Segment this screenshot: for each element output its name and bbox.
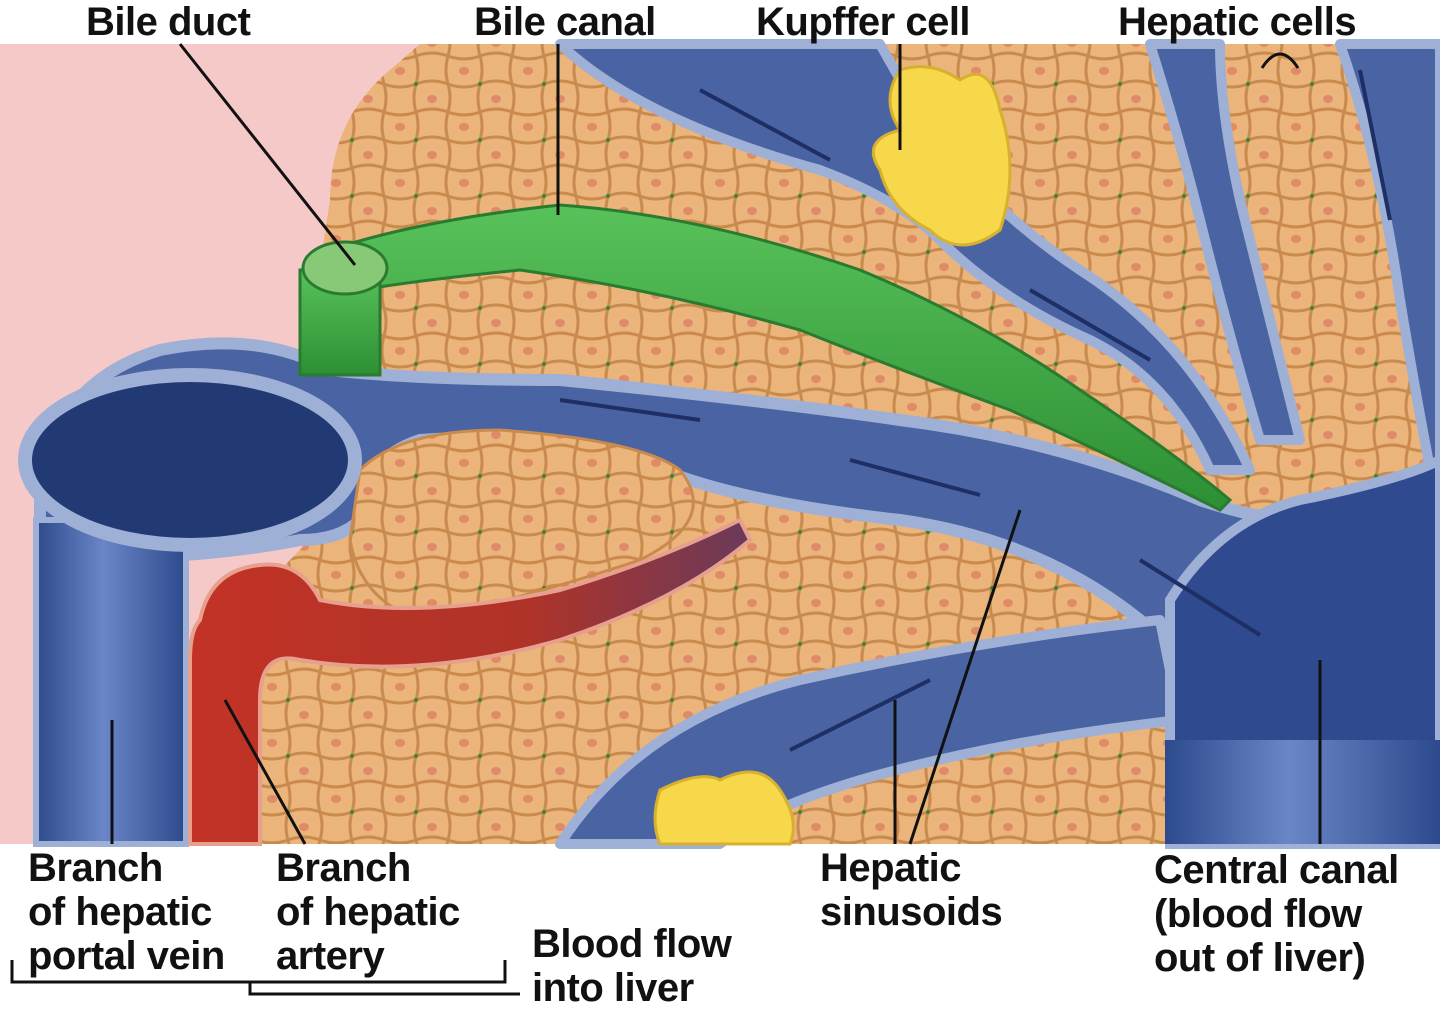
label-hepatic-artery: Branch of hepatic artery bbox=[276, 846, 460, 978]
label-kupffer-cell: Kupffer cell bbox=[756, 0, 971, 44]
kupffer-cell-upper bbox=[871, 65, 1012, 247]
label-hepatic-cells: Hepatic cells bbox=[1118, 0, 1357, 44]
bile-canal bbox=[327, 203, 1233, 512]
central-canal-tube bbox=[1165, 740, 1440, 844]
leader-lines bbox=[10, 43, 1322, 996]
hepatic-artery bbox=[188, 517, 753, 846]
label-hepatic-sinusoids: Hepatic sinusoids bbox=[820, 846, 1003, 934]
kupffer-cell-lower bbox=[653, 770, 795, 846]
label-central-canal: Central canal (blood flow out of liver) bbox=[1154, 848, 1399, 980]
label-bile-duct: Bile duct bbox=[86, 0, 251, 44]
label-bile-canal: Bile canal bbox=[474, 0, 656, 44]
label-blood-flow-in: Blood flow into liver bbox=[532, 922, 732, 1010]
bile-duct-opening bbox=[301, 240, 389, 296]
flow-arrows bbox=[559, 69, 1392, 752]
portal-vein-opening bbox=[18, 368, 362, 552]
label-portal-vein: Branch of hepatic portal vein bbox=[28, 846, 225, 978]
